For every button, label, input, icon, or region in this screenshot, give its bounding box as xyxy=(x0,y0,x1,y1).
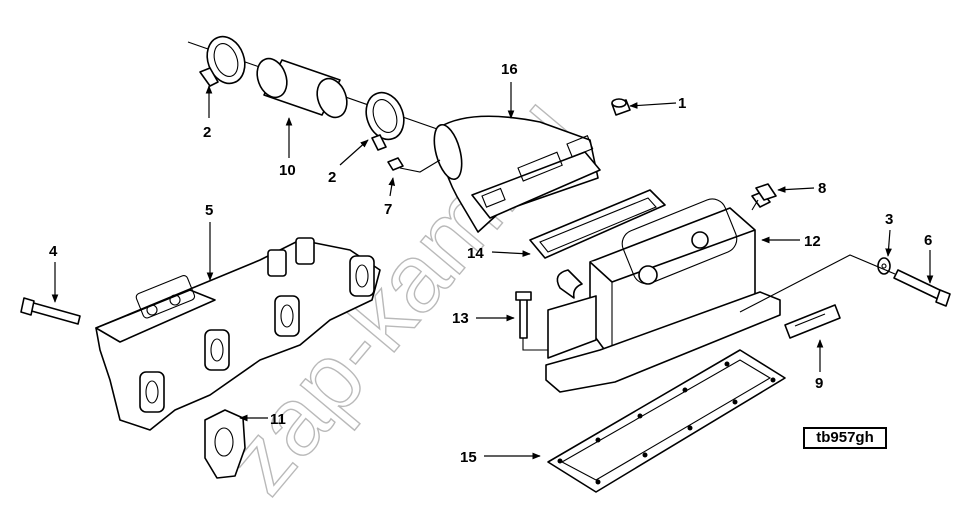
plug xyxy=(611,98,631,116)
callout-11: 11 xyxy=(270,411,286,428)
decal xyxy=(784,304,841,339)
callout-5: 5 xyxy=(205,202,213,219)
callout-2-left: 2 xyxy=(203,124,211,141)
callout-10: 10 xyxy=(279,162,296,179)
fitting xyxy=(387,157,441,173)
callout-9: 9 xyxy=(815,375,823,392)
reference-code-box: tb957gh xyxy=(803,427,887,449)
exhaust-manifold xyxy=(95,237,381,431)
manifold-bolt xyxy=(20,297,81,325)
callout-3: 3 xyxy=(885,211,893,228)
leader-arrows xyxy=(51,82,934,460)
clip xyxy=(751,183,777,211)
hose-clamp-left xyxy=(199,35,246,87)
callout-13: 13 xyxy=(452,310,469,327)
callout-15: 15 xyxy=(460,449,477,466)
callout-1: 1 xyxy=(678,95,686,112)
callout-7: 7 xyxy=(384,201,392,218)
washer xyxy=(877,257,891,275)
callout-8: 8 xyxy=(818,180,826,197)
callout-12: 12 xyxy=(804,233,821,250)
screw-axis-line xyxy=(739,254,896,313)
callout-6: 6 xyxy=(924,232,932,249)
hose-sleeve xyxy=(256,57,348,119)
manifold-gasket xyxy=(204,409,246,479)
screw xyxy=(893,269,951,307)
intake-connection xyxy=(433,115,601,233)
callout-2-right: 2 xyxy=(328,169,336,186)
callout-14: 14 xyxy=(467,245,484,262)
intake-gasket xyxy=(529,189,666,259)
hose-clamp-right xyxy=(365,91,405,151)
housing-bolt xyxy=(515,291,548,351)
aftercooler-housing xyxy=(545,191,781,393)
housing-gasket xyxy=(547,349,786,493)
callout-4: 4 xyxy=(49,243,58,260)
callout-16: 16 xyxy=(501,61,518,78)
